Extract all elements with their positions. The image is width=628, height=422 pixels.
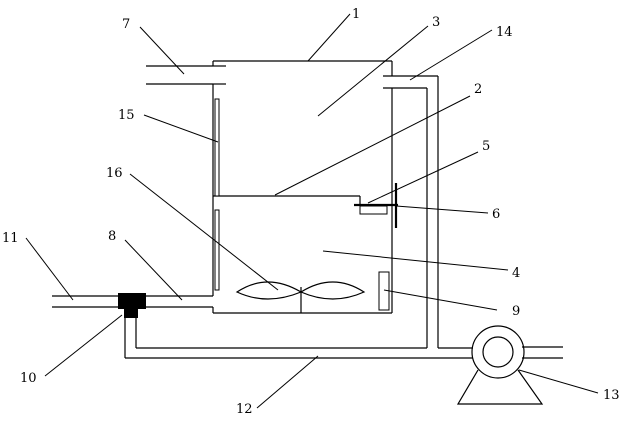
label-14: 14 bbox=[496, 25, 513, 40]
valve bbox=[118, 293, 146, 318]
upper-window bbox=[214, 98, 220, 197]
return-pipe bbox=[124, 318, 473, 359]
outlet-pipe bbox=[383, 75, 473, 349]
label-12: 12 bbox=[236, 402, 253, 417]
label-9: 9 bbox=[512, 304, 520, 319]
label-5: 5 bbox=[482, 139, 490, 154]
label-13: 13 bbox=[603, 388, 620, 403]
inlet-pipe bbox=[146, 65, 226, 85]
pump bbox=[456, 325, 563, 405]
label-7: 7 bbox=[122, 17, 130, 32]
stirring-paddles bbox=[235, 281, 366, 313]
bottom-pipe bbox=[52, 295, 213, 308]
label-4: 4 bbox=[512, 266, 520, 281]
label-6: 6 bbox=[492, 207, 500, 222]
label-8: 8 bbox=[108, 229, 116, 244]
lower-window bbox=[214, 209, 220, 291]
label-10: 10 bbox=[20, 371, 37, 386]
label-2: 2 bbox=[474, 82, 482, 97]
label-15: 15 bbox=[118, 108, 135, 123]
label-3: 3 bbox=[432, 15, 440, 30]
label-1: 1 bbox=[352, 7, 360, 22]
tank-body bbox=[212, 60, 393, 314]
leader-lines bbox=[25, 13, 599, 409]
label-11: 11 bbox=[2, 231, 19, 246]
label-16: 16 bbox=[106, 166, 123, 181]
partition-plate bbox=[213, 195, 361, 205]
